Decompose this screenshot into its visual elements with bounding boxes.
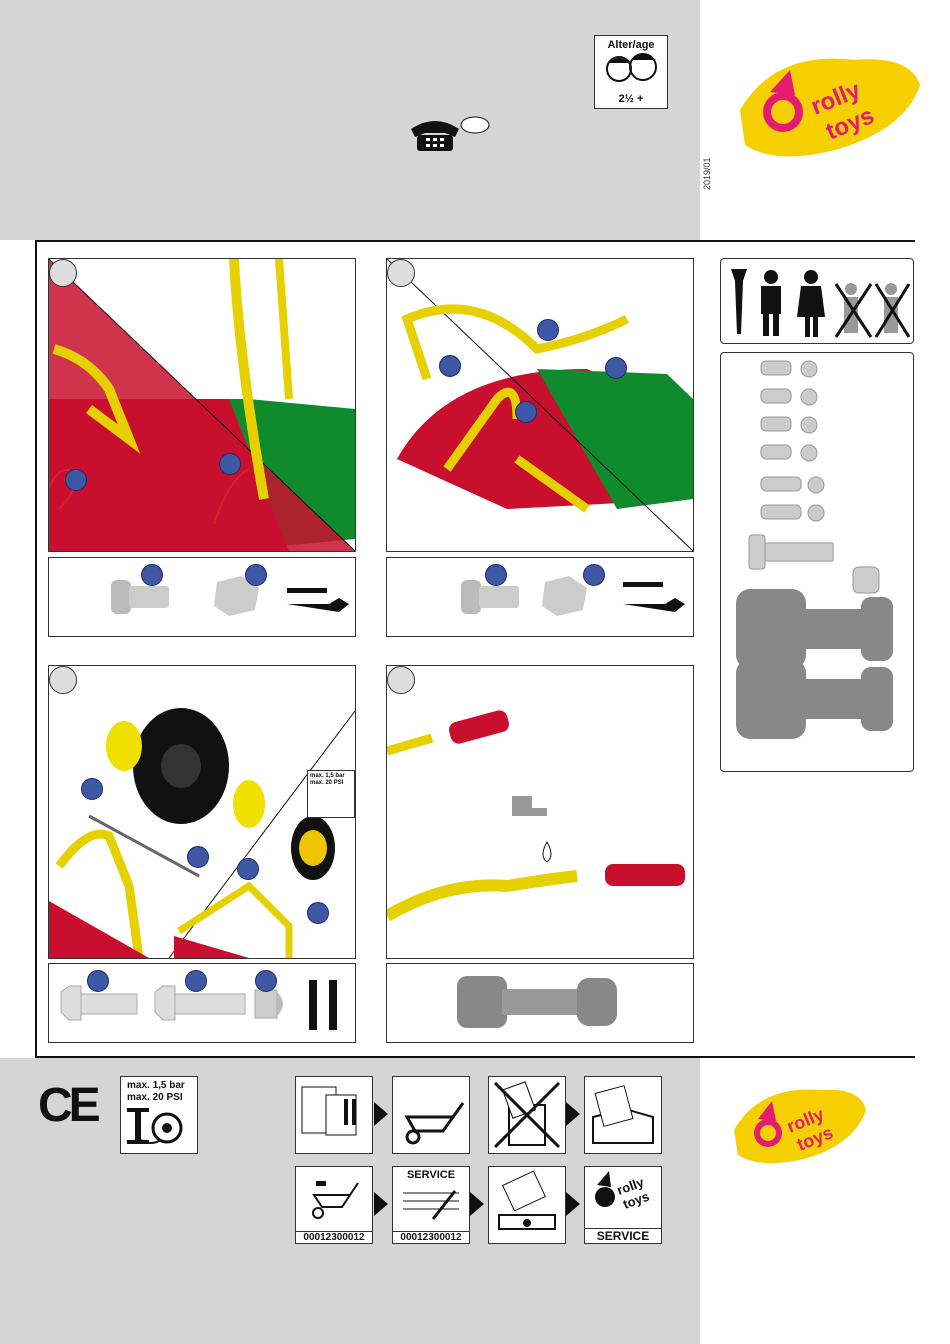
step-2-illustration [387, 259, 693, 551]
grip-part [387, 964, 693, 1042]
flow-arrow [374, 1192, 388, 1216]
part-marker [219, 453, 241, 475]
part-marker [515, 401, 537, 423]
age-value: 2½ + [595, 93, 667, 105]
flow-arrow [470, 1192, 484, 1216]
service-card-icon: SERVICE 00012300012 [392, 1166, 470, 1244]
pressure-line1: max. 1,5 bar [121, 1080, 197, 1092]
pressure-mini-line1: max. 1,5 bar [310, 773, 352, 780]
step-4-parts-panel [386, 963, 694, 1043]
part-marker [65, 469, 87, 491]
part-marker [537, 319, 559, 341]
part-marker [237, 858, 259, 880]
age-badge: Alter/age 2½ + [594, 35, 668, 109]
telephone-icon [405, 115, 490, 155]
part-marker [245, 564, 267, 586]
step-1-parts [49, 558, 355, 636]
part-marker [307, 902, 329, 924]
pressure-mini-line2: max. 20 PSI [310, 780, 352, 787]
part-marker [605, 357, 627, 379]
step-2-parts-panel [386, 557, 694, 637]
step-4-illustration [387, 666, 693, 958]
read-manual-icon [295, 1076, 373, 1154]
children-icon [601, 51, 661, 85]
keep-manual-icon [584, 1076, 662, 1154]
part-marker [185, 970, 207, 992]
pressure-badge: max. 1,5 bar max. 20 PSI [120, 1076, 198, 1154]
step-2-parts [387, 558, 693, 636]
flow-arrow [566, 1102, 580, 1126]
pressure-line2: max. 20 PSI [121, 1092, 197, 1104]
step-number-circle [387, 259, 415, 287]
mail-service-icon [488, 1166, 566, 1244]
part-marker [583, 564, 605, 586]
parts-list-illustration [721, 353, 913, 771]
assembly-people-panel [720, 258, 914, 344]
step-number-circle [49, 259, 77, 287]
part-marker [81, 778, 103, 800]
revision-date: 2019/01 [702, 157, 712, 190]
age-label: Alter/age [595, 39, 667, 51]
step-3-parts-panel [48, 963, 356, 1043]
flow-arrow [566, 1192, 580, 1216]
pump-icon [121, 1104, 197, 1150]
do-not-discard-icon [488, 1076, 566, 1154]
serial-number-1: 00012300012 [296, 1231, 372, 1243]
part-marker [485, 564, 507, 586]
part-marker [255, 970, 277, 992]
step-number-circle [49, 666, 77, 694]
part-marker [141, 564, 163, 586]
pressure-mini-badge: max. 1,5 bar max. 20 PSI [307, 770, 355, 818]
serial-number-2: 00012300012 [393, 1231, 469, 1243]
ce-mark: CE [38, 1078, 97, 1133]
flow-arrow [374, 1102, 388, 1126]
tools-and-adults-icon [721, 259, 913, 343]
step-4-panel [386, 665, 694, 959]
step-3-panel: max. 1,5 bar max. 20 PSI [48, 665, 356, 959]
service-card-label: SERVICE [393, 1169, 469, 1181]
step-1-panel [48, 258, 356, 552]
service-footer-label: SERVICE [585, 1228, 661, 1243]
serial-number-location-icon: 00012300012 [295, 1166, 373, 1244]
parts-list-panel [720, 352, 914, 772]
step-number-circle [387, 666, 415, 694]
step-1-parts-panel [48, 557, 356, 637]
rolly-toys-logo-small: rolly toys [730, 1075, 870, 1170]
part-marker [87, 970, 109, 992]
step-2-panel [386, 258, 694, 552]
wheelbarrow-icon [392, 1076, 470, 1154]
part-marker [187, 846, 209, 868]
part-marker [439, 355, 461, 377]
step-1-illustration [49, 259, 355, 551]
rolly-toys-logo: rolly toys [735, 40, 925, 165]
